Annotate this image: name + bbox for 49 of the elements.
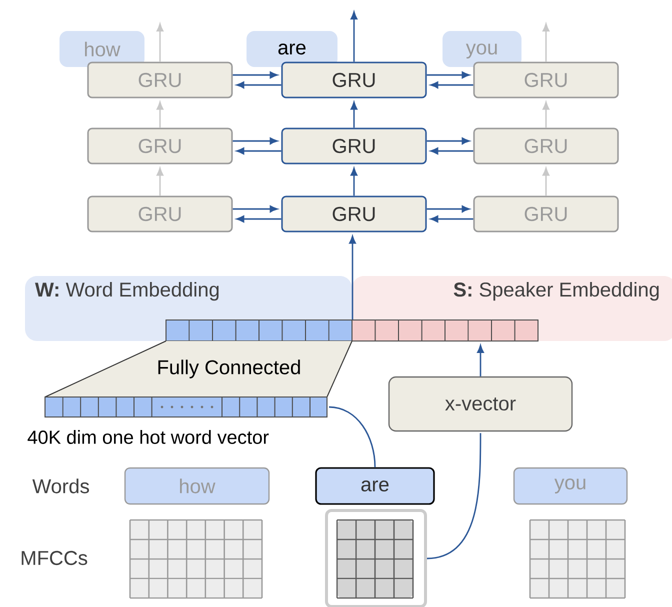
arrow bbox=[426, 206, 470, 212]
fully-connected-trapezoid: Fully Connected bbox=[44, 340, 352, 398]
arrow bbox=[156, 24, 164, 62]
word-box: how bbox=[124, 467, 270, 505]
word-label: how bbox=[60, 31, 144, 67]
arrow bbox=[236, 148, 282, 154]
arrow bbox=[236, 82, 282, 88]
xvector-box: x-vector bbox=[388, 376, 573, 432]
word-label: are bbox=[246, 31, 338, 67]
mfcc-grid bbox=[529, 519, 626, 599]
word-box: you bbox=[513, 467, 628, 505]
arrow bbox=[426, 72, 470, 78]
mfcc-grid bbox=[325, 509, 427, 607]
row-label: Words bbox=[32, 478, 89, 494]
gru-box: GRU bbox=[87, 62, 233, 98]
mfcc-grid bbox=[129, 519, 263, 599]
arrow bbox=[542, 102, 550, 128]
one-hot-vector: 40K dim one hot word vector bbox=[28, 396, 328, 444]
arrow bbox=[542, 168, 550, 196]
arrow bbox=[430, 148, 474, 154]
arrow bbox=[477, 345, 484, 376]
arrow bbox=[430, 82, 474, 88]
arrow bbox=[350, 168, 358, 196]
vector-bar bbox=[352, 320, 538, 342]
arrow bbox=[232, 138, 278, 144]
arrow bbox=[350, 12, 358, 62]
gru-box: GRU bbox=[473, 128, 619, 164]
row-label: MFCCs bbox=[22, 550, 88, 566]
gru-box: GRU bbox=[87, 196, 233, 232]
arrow bbox=[232, 206, 278, 212]
gru-box: GRU bbox=[281, 128, 427, 164]
arrow bbox=[542, 24, 550, 62]
word-box: are bbox=[315, 467, 435, 505]
gru-box: GRU bbox=[87, 128, 233, 164]
arrow bbox=[349, 236, 356, 320]
arrow bbox=[156, 102, 164, 128]
node-label: 40K dim one hot word vector bbox=[28, 430, 269, 444]
word-label: you bbox=[442, 31, 522, 67]
arrow bbox=[156, 168, 164, 196]
arrow bbox=[426, 138, 470, 144]
vector-bar bbox=[166, 320, 352, 342]
arrow bbox=[232, 72, 278, 78]
arrow bbox=[430, 216, 474, 222]
gru-box: GRU bbox=[281, 196, 427, 232]
gru-box: GRU bbox=[281, 62, 427, 98]
gru-box: GRU bbox=[473, 196, 619, 232]
gru-box: GRU bbox=[473, 62, 619, 98]
arrow bbox=[350, 102, 358, 128]
arrow bbox=[236, 216, 282, 222]
